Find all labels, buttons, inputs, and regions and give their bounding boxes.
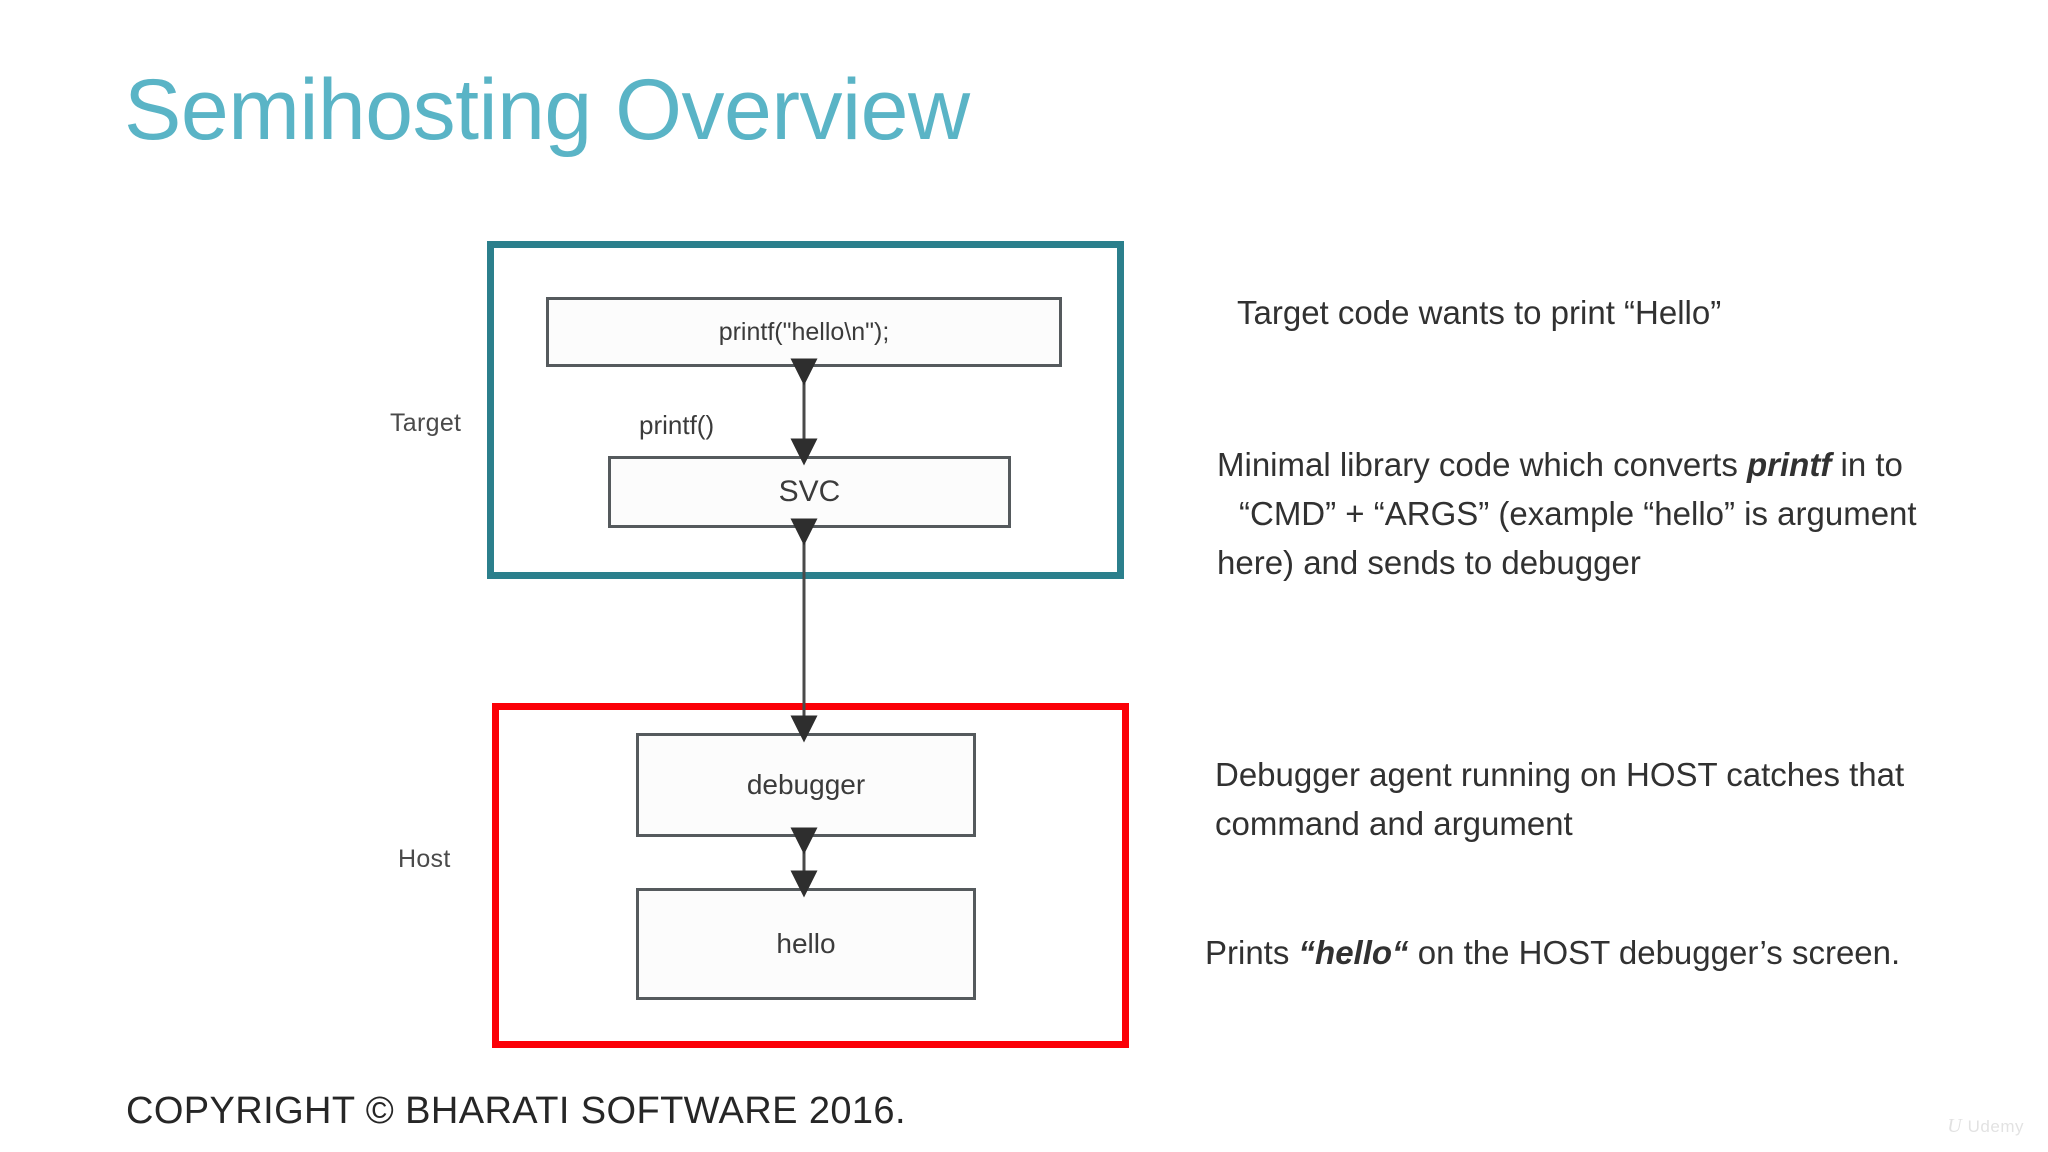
note-minimal-library: Minimal library code which converts prin… bbox=[1217, 440, 2007, 587]
note-minimal-library-printf-emphasis: printf bbox=[1747, 446, 1832, 483]
watermark: U Udemy bbox=[1947, 1115, 2024, 1138]
note-minimal-library-line3: here) and sends to debugger bbox=[1217, 544, 1641, 581]
host-group-label: Host bbox=[398, 845, 451, 873]
printf-call-box: printf("hello\n"); bbox=[546, 297, 1062, 367]
note-minimal-library-line2: “CMD” + “ARGS” (example “hello” is argum… bbox=[1239, 495, 1917, 532]
copyright-text: COPYRIGHT © BHARATI SOFTWARE 2016. bbox=[126, 1090, 906, 1132]
note-minimal-library-line1a: Minimal library code which converts bbox=[1217, 446, 1748, 483]
target-group-label: Target bbox=[390, 409, 462, 437]
note-prints-hello: Prints “hello“ on the HOST debugger’s sc… bbox=[1205, 928, 1995, 977]
target-group-frame bbox=[487, 241, 1124, 579]
note-target-print: Target code wants to print “Hello” bbox=[1237, 294, 1722, 331]
watermark-logo-icon: U bbox=[1947, 1115, 1962, 1137]
note-prints-hello-prefix: Prints bbox=[1205, 934, 1299, 971]
hello-output-box: hello bbox=[636, 888, 976, 1000]
note-prints-hello-emphasis: “hello“ bbox=[1298, 934, 1409, 971]
watermark-label: Udemy bbox=[1967, 1116, 2024, 1136]
note-minimal-library-line1b: in to bbox=[1831, 446, 1903, 483]
page-title: Semihosting Overview bbox=[124, 62, 970, 158]
svc-box: SVC bbox=[608, 456, 1011, 528]
semihosting-diagram: Target Host printf("hello\n"); printf() … bbox=[390, 241, 1129, 1048]
note-debugger-agent: Debugger agent running on HOST catches t… bbox=[1215, 756, 1905, 842]
notes-column: Target code wants to print “Hello” Minim… bbox=[1195, 0, 1995, 1152]
note-prints-hello-suffix: on the HOST debugger’s screen. bbox=[1408, 934, 1901, 971]
printf-connector-caption: printf() bbox=[639, 410, 715, 440]
debugger-box: debugger bbox=[636, 733, 976, 837]
